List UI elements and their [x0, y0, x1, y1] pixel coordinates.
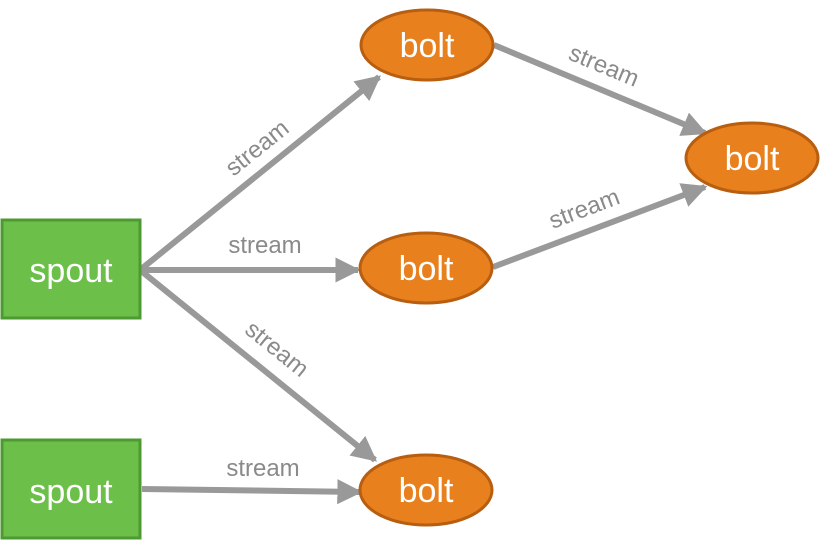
- edge-label-spout-top-to-bolt-bottom: stream: [240, 316, 314, 383]
- bolt-ellipse: [359, 8, 495, 82]
- bolt-label: bolt: [399, 250, 454, 288]
- bolt-label: bolt: [400, 27, 455, 65]
- spout-box: [0, 218, 142, 320]
- bolt-ellipse: [684, 121, 820, 195]
- edge-bolt-top-to-bolt-right: [492, 42, 708, 136]
- edge-bolt-middle-to-bolt-right: [491, 183, 708, 270]
- bolt-label: bolt: [725, 140, 780, 178]
- bolt-ellipse: [358, 231, 494, 305]
- spout-label: spout: [29, 473, 113, 511]
- bolt-node-right[interactable]: bolt: [684, 121, 820, 195]
- bolt-node-bottom[interactable]: bolt: [358, 453, 494, 527]
- bolt-label: bolt: [399, 472, 454, 510]
- edges: [138, 42, 708, 505]
- edge-spout-top-to-bolt-top: [138, 74, 381, 273]
- edge-label-spout-bottom-to-bolt-bottom: stream: [226, 455, 299, 482]
- bolt-ellipse: [358, 453, 494, 527]
- spout-node-top[interactable]: spout: [0, 218, 142, 320]
- spout-label: spout: [29, 252, 113, 290]
- edge-spout-top-to-bolt-bottom: [138, 267, 377, 463]
- edge-label-spout-top-to-bolt-middle: stream: [228, 232, 301, 259]
- edge-label-bolt-top-to-bolt-right: stream: [565, 40, 643, 93]
- bolt-node-top[interactable]: bolt: [359, 8, 495, 82]
- bolt-node-middle[interactable]: bolt: [358, 231, 494, 305]
- edge-spout-bottom-to-bolt-bottom: [141, 479, 363, 505]
- spout-box: [0, 438, 142, 540]
- edge-label-bolt-middle-to-bolt-right: stream: [545, 183, 623, 234]
- spout-node-bottom[interactable]: spout: [0, 438, 142, 540]
